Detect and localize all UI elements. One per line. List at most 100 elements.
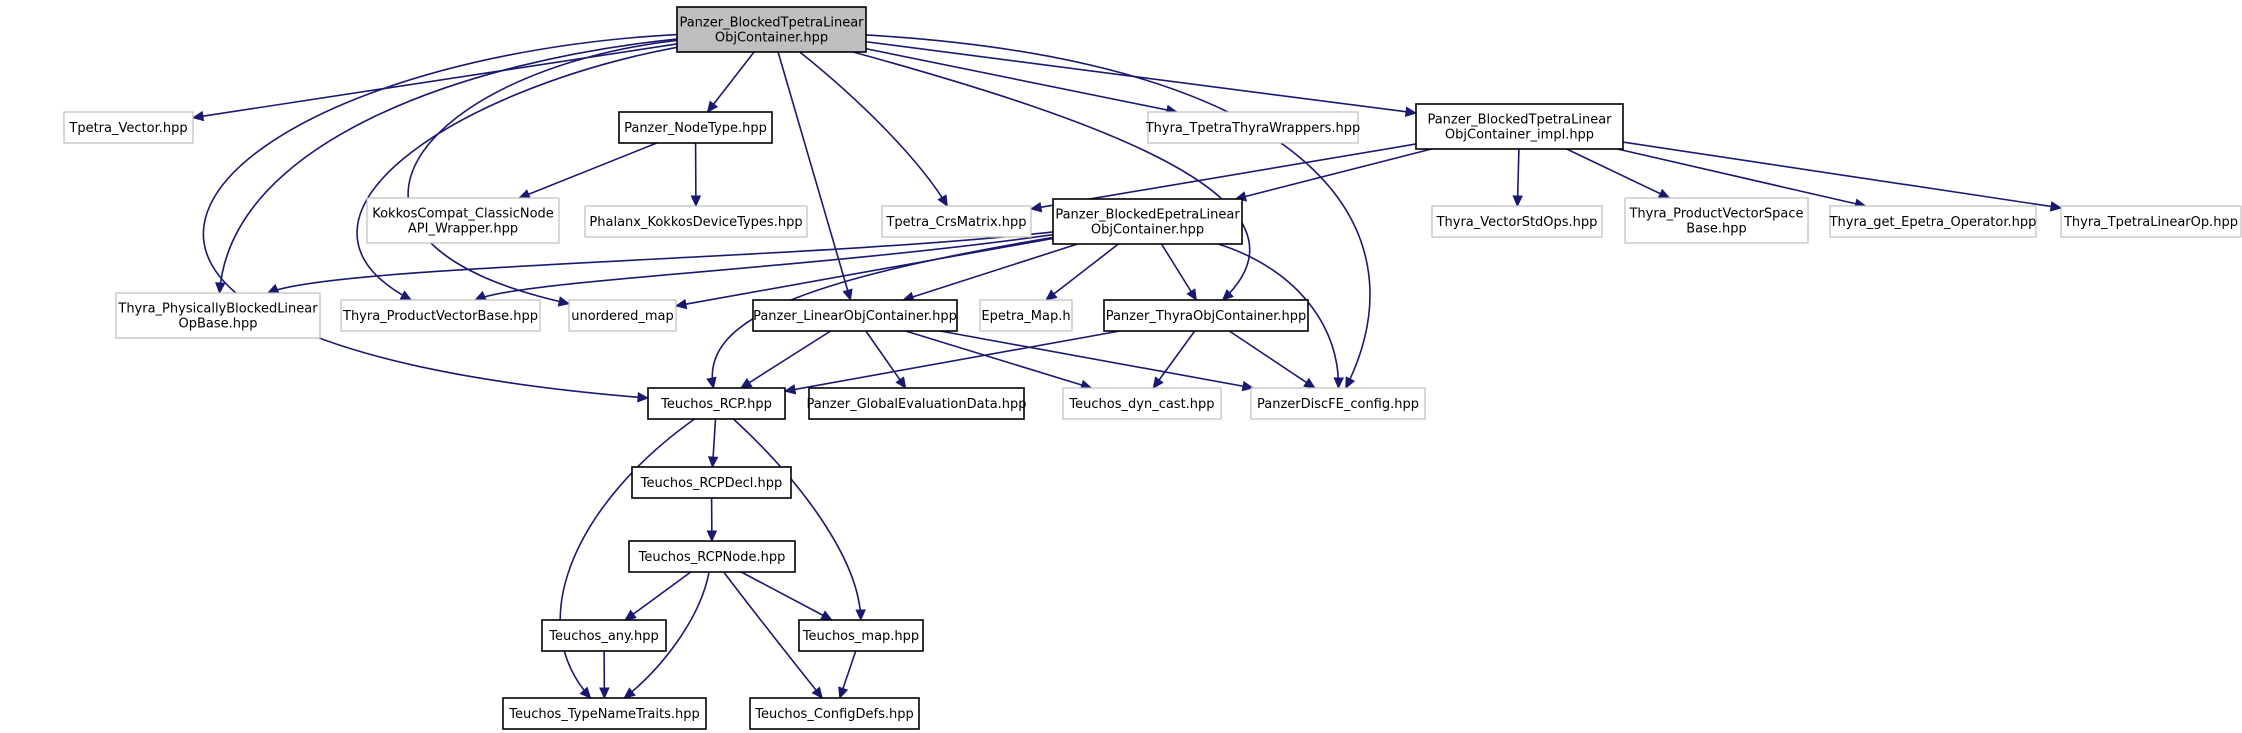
node-panzer_globalevaluationdata[interactable]: Panzer_GlobalEvaluationData.hpp [806,387,1027,420]
node-label-thyra_tpetralinearop-line-0: Thyra_TpetraLinearOp.hpp [2063,215,2238,230]
edge-root-to-unordered_map [407,39,678,305]
node-panzer_nodetype[interactable]: Panzer_NodeType.hpp [618,111,773,144]
node-label-unordered_map-line-0: unordered_map [571,309,674,324]
node-thyra_productvectorbase: Thyra_ProductVectorBase.hpp [340,299,541,332]
edge-blocked_epetra-to-epetra_map [1045,243,1119,301]
node-panzer_linearobjcontainer[interactable]: Panzer_LinearObjContainer.hpp [752,299,958,332]
arrowhead-teuchos_rcpnode-to-teuchos_typenametraits [623,687,636,699]
node-label-root-line-0: Panzer_BlockedTpetraLinear [679,16,864,31]
node-label-tpetra_vector-line-0: Tpetra_Vector.hpp [68,121,187,136]
edge-teuchos_rcp-to-teuchos_map [732,418,862,621]
node-box-blocked_epetra [1052,198,1243,245]
arrowhead-teuchos_rcpnode-to-teuchos_map [820,610,833,621]
node-box-thyra_get_epetra_operator [1829,205,2037,238]
node-label-thyra_tpetrathyrawrappers-line-0: Thyra_TpetraThyraWrappers.hpp [1145,121,1361,136]
node-panzer_thyraobjcontainer[interactable]: Panzer_ThyraObjContainer.hpp [1103,299,1309,332]
node-label-root_impl-line-1: ObjContainer_impl.hpp [1445,128,1594,143]
node-label-root_impl-line-0: Panzer_BlockedTpetraLinear [1427,113,1612,128]
arrowhead-root-to-panzer_thyraobjcontainer [1221,288,1234,301]
arrowhead-root-to-tpetra_vector [191,110,205,122]
node-thyra_vectorstdops: Thyra_VectorStdOps.hpp [1431,205,1603,238]
edge-root_impl-to-tpetra_crsmatrix [1030,143,1417,210]
node-box-root [676,6,867,53]
edge-root-to-root_impl [865,40,1417,114]
node-label-teuchos_dyn_cast-line-0: Teuchos_dyn_cast.hpp [1068,397,1214,412]
node-label-thyra_productvectorspacebase-line-1: Base.hpp [1686,222,1747,237]
node-box-thyra_productvectorspacebase [1624,197,1809,244]
node-label-teuchos_rcp-line-0: Teuchos_RCP.hpp [660,397,772,412]
node-root: Panzer_BlockedTpetraLinearObjContainer.h… [676,6,867,53]
edge-root-to-thyra_productvectorbase [356,46,678,301]
node-box-teuchos_dyn_cast [1062,387,1222,420]
node-teuchos_rcpnode[interactable]: Teuchos_RCPNode.hpp [628,540,796,573]
node-box-panzer_thyraobjcontainer [1103,299,1309,332]
node-box-thyra_tpetralinearop [2060,205,2242,238]
node-label-thyra_vectorstdops-line-0: Thyra_VectorStdOps.hpp [1436,215,1598,230]
node-label-root-line-1: ObjContainer.hpp [715,31,828,46]
arrowhead-panzer_thyraobjcontainer-to-teuchos_dyn_cast [1152,376,1164,389]
node-label-kokkoscompat-line-0: KokkosCompat_ClassicNode [372,207,554,222]
node-box-unordered_map [568,299,677,332]
node-box-panzer_nodetype [618,111,773,144]
arrowhead-root_impl-to-tpetra_crsmatrix [1029,201,1043,213]
arrowhead-root-to-root_impl [1404,106,1418,117]
node-label-epetra_map-line-0: Epetra_Map.h [981,309,1070,324]
arrowhead-panzer_nodetype-to-phalanx_kokkos [690,195,702,208]
node-panzerdiscfe_config: PanzerDiscFE_config.hpp [1250,387,1426,420]
edge-panzer_linearobjcontainer-to-panzer_globalevaluationdata [865,330,907,389]
node-label-thyra_get_epetra_operator-line-0: Thyra_get_Epetra_Operator.hpp [1829,215,2037,230]
edge-panzer_linearobjcontainer-to-panzerdiscfe_config [939,330,1254,389]
node-teuchos_rcpdecl[interactable]: Teuchos_RCPDecl.hpp [631,466,792,499]
node-box-tpetra_crsmatrix [881,205,1032,238]
edge-panzer_thyraobjcontainer-to-teuchos_dyn_cast [1152,330,1196,389]
edge-root-to-thyra_tpetrathyrawrappers [865,47,1177,113]
node-label-panzer_nodetype-line-0: Panzer_NodeType.hpp [624,121,767,136]
node-label-thyra_physicallyblocked-line-1: OpBase.hpp [178,317,257,332]
edge-panzer_linearobjcontainer-to-teuchos_rcp [740,330,832,389]
node-root_impl[interactable]: Panzer_BlockedTpetraLinearObjContainer_i… [1415,103,1624,150]
node-teuchos_map[interactable]: Teuchos_map.hpp [798,619,924,652]
edge-panzer_thyraobjcontainer-to-teuchos_rcp [784,330,1120,392]
node-label-panzerdiscfe_config-line-0: PanzerDiscFE_config.hpp [1257,397,1419,412]
edge-teuchos_rcp-to-teuchos_typenametraits [559,418,696,699]
node-phalanx_kokkos: Phalanx_KokkosDeviceTypes.hpp [584,205,808,238]
nodes-layer: Panzer_BlockedTpetraLinearObjContainer.h… [63,6,2242,730]
node-label-blocked_epetra-line-1: ObjContainer.hpp [1091,223,1204,238]
node-teuchos_typenametraits[interactable]: Teuchos_TypeNameTraits.hpp [502,697,707,730]
edge-root_impl-to-blocked_epetra [1235,148,1432,200]
arrowhead-blocked_epetra-to-teuchos_rcp [706,376,717,390]
arrowhead-root-to-panzerdiscfe_config [1345,376,1356,390]
node-label-teuchos_configdefs-line-0: Teuchos_ConfigDefs.hpp [754,707,914,722]
node-label-blocked_epetra-line-0: Panzer_BlockedEpetraLinear [1055,208,1240,223]
node-box-root_impl [1415,103,1624,150]
node-box-teuchos_configdefs [749,697,920,730]
node-teuchos_any[interactable]: Teuchos_any.hpp [541,619,667,652]
node-label-thyra_productvectorspacebase-line-0: Thyra_ProductVectorSpace [1628,207,1803,222]
edge-blocked_epetra-to-unordered_map [675,237,1054,307]
node-label-thyra_physicallyblocked-line-0: Thyra_PhysicallyBlockedLinear [117,302,318,317]
edge-blocked_epetra-to-thyra_physicallyblocked [267,231,1054,294]
edge-root-to-teuchos_rcp [202,33,678,399]
node-teuchos_configdefs[interactable]: Teuchos_ConfigDefs.hpp [749,697,920,730]
edge-root-to-panzer_linearobjcontainer [777,51,852,301]
node-blocked_epetra[interactable]: Panzer_BlockedEpetraLinearObjContainer.h… [1052,198,1243,245]
node-label-teuchos_rcpdecl-line-0: Teuchos_RCPDecl.hpp [640,476,783,491]
arrowhead-teuchos_rcpnode-to-teuchos_any [624,609,637,621]
node-teuchos_rcp[interactable]: Teuchos_RCP.hpp [647,387,786,420]
edge-root-to-panzerdiscfe_config [865,34,1371,389]
node-teuchos_dyn_cast: Teuchos_dyn_cast.hpp [1062,387,1222,420]
node-label-teuchos_rcpnode-line-0: Teuchos_RCPNode.hpp [638,550,786,565]
node-label-teuchos_typenametraits-line-0: Teuchos_TypeNameTraits.hpp [508,707,700,722]
node-thyra_tpetrathyrawrappers: Thyra_TpetraThyraWrappers.hpp [1145,111,1361,144]
edge-blocked_epetra-to-panzerdiscfe_config [1218,243,1340,389]
node-thyra_tpetralinearop: Thyra_TpetraLinearOp.hpp [2060,205,2242,238]
node-label-panzer_globalevaluationdata-line-0: Panzer_GlobalEvaluationData.hpp [806,397,1026,412]
node-box-kokkoscompat [366,197,560,244]
node-epetra_map: Epetra_Map.h [979,299,1073,332]
edge-root-to-tpetra_crsmatrix [799,51,948,207]
node-label-teuchos_map-line-0: Teuchos_map.hpp [802,629,919,644]
edge-teuchos_rcpnode-to-teuchos_map [740,571,833,621]
